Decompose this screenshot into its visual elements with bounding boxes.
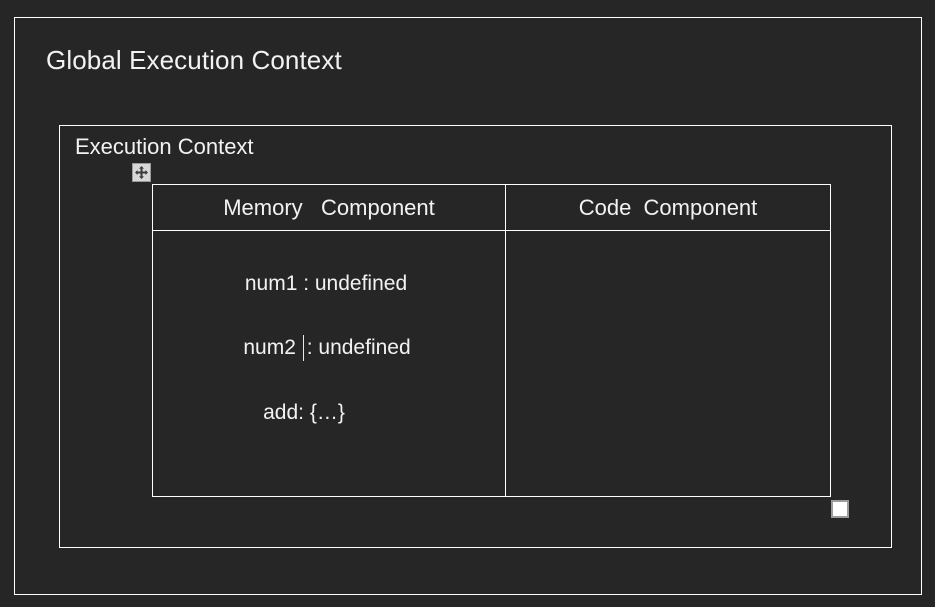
memory-entry-num2[interactable]: num2 : undefined [243,335,411,361]
code-component-header-cell: Code Component [506,185,830,230]
execution-context-title: Execution Context [75,134,254,159]
table-header-row: Memory Component Code Component [153,185,830,231]
global-execution-context-title: Global Execution Context [46,45,342,75]
memory-component-cell[interactable]: num1 : undefined num2 : undefined add: {… [153,231,506,496]
component-table[interactable]: Memory Component Code Component num1 : u… [152,184,831,497]
memory-entry-list: num1 : undefined num2 : undefined add: {… [153,231,505,423]
table-body-row: num1 : undefined num2 : undefined add: {… [153,231,830,496]
memory-entry-num1[interactable]: num1 : undefined [244,272,408,295]
memory-component-header-cell: Memory Component [153,185,506,230]
code-component-header-label: Code Component [578,194,758,220]
memory-entry-num2-text-after-caret: : undefined [306,336,411,359]
memory-entry-num2-text-before-caret: num2 [243,336,302,359]
resize-handle[interactable] [831,500,849,518]
code-component-cell[interactable] [506,231,830,496]
memory-entry-add[interactable]: add: {…} [263,401,345,424]
text-caret-icon [302,335,304,361]
move-cursor-icon[interactable] [132,163,151,182]
memory-component-header-label: Memory Component [223,194,435,220]
